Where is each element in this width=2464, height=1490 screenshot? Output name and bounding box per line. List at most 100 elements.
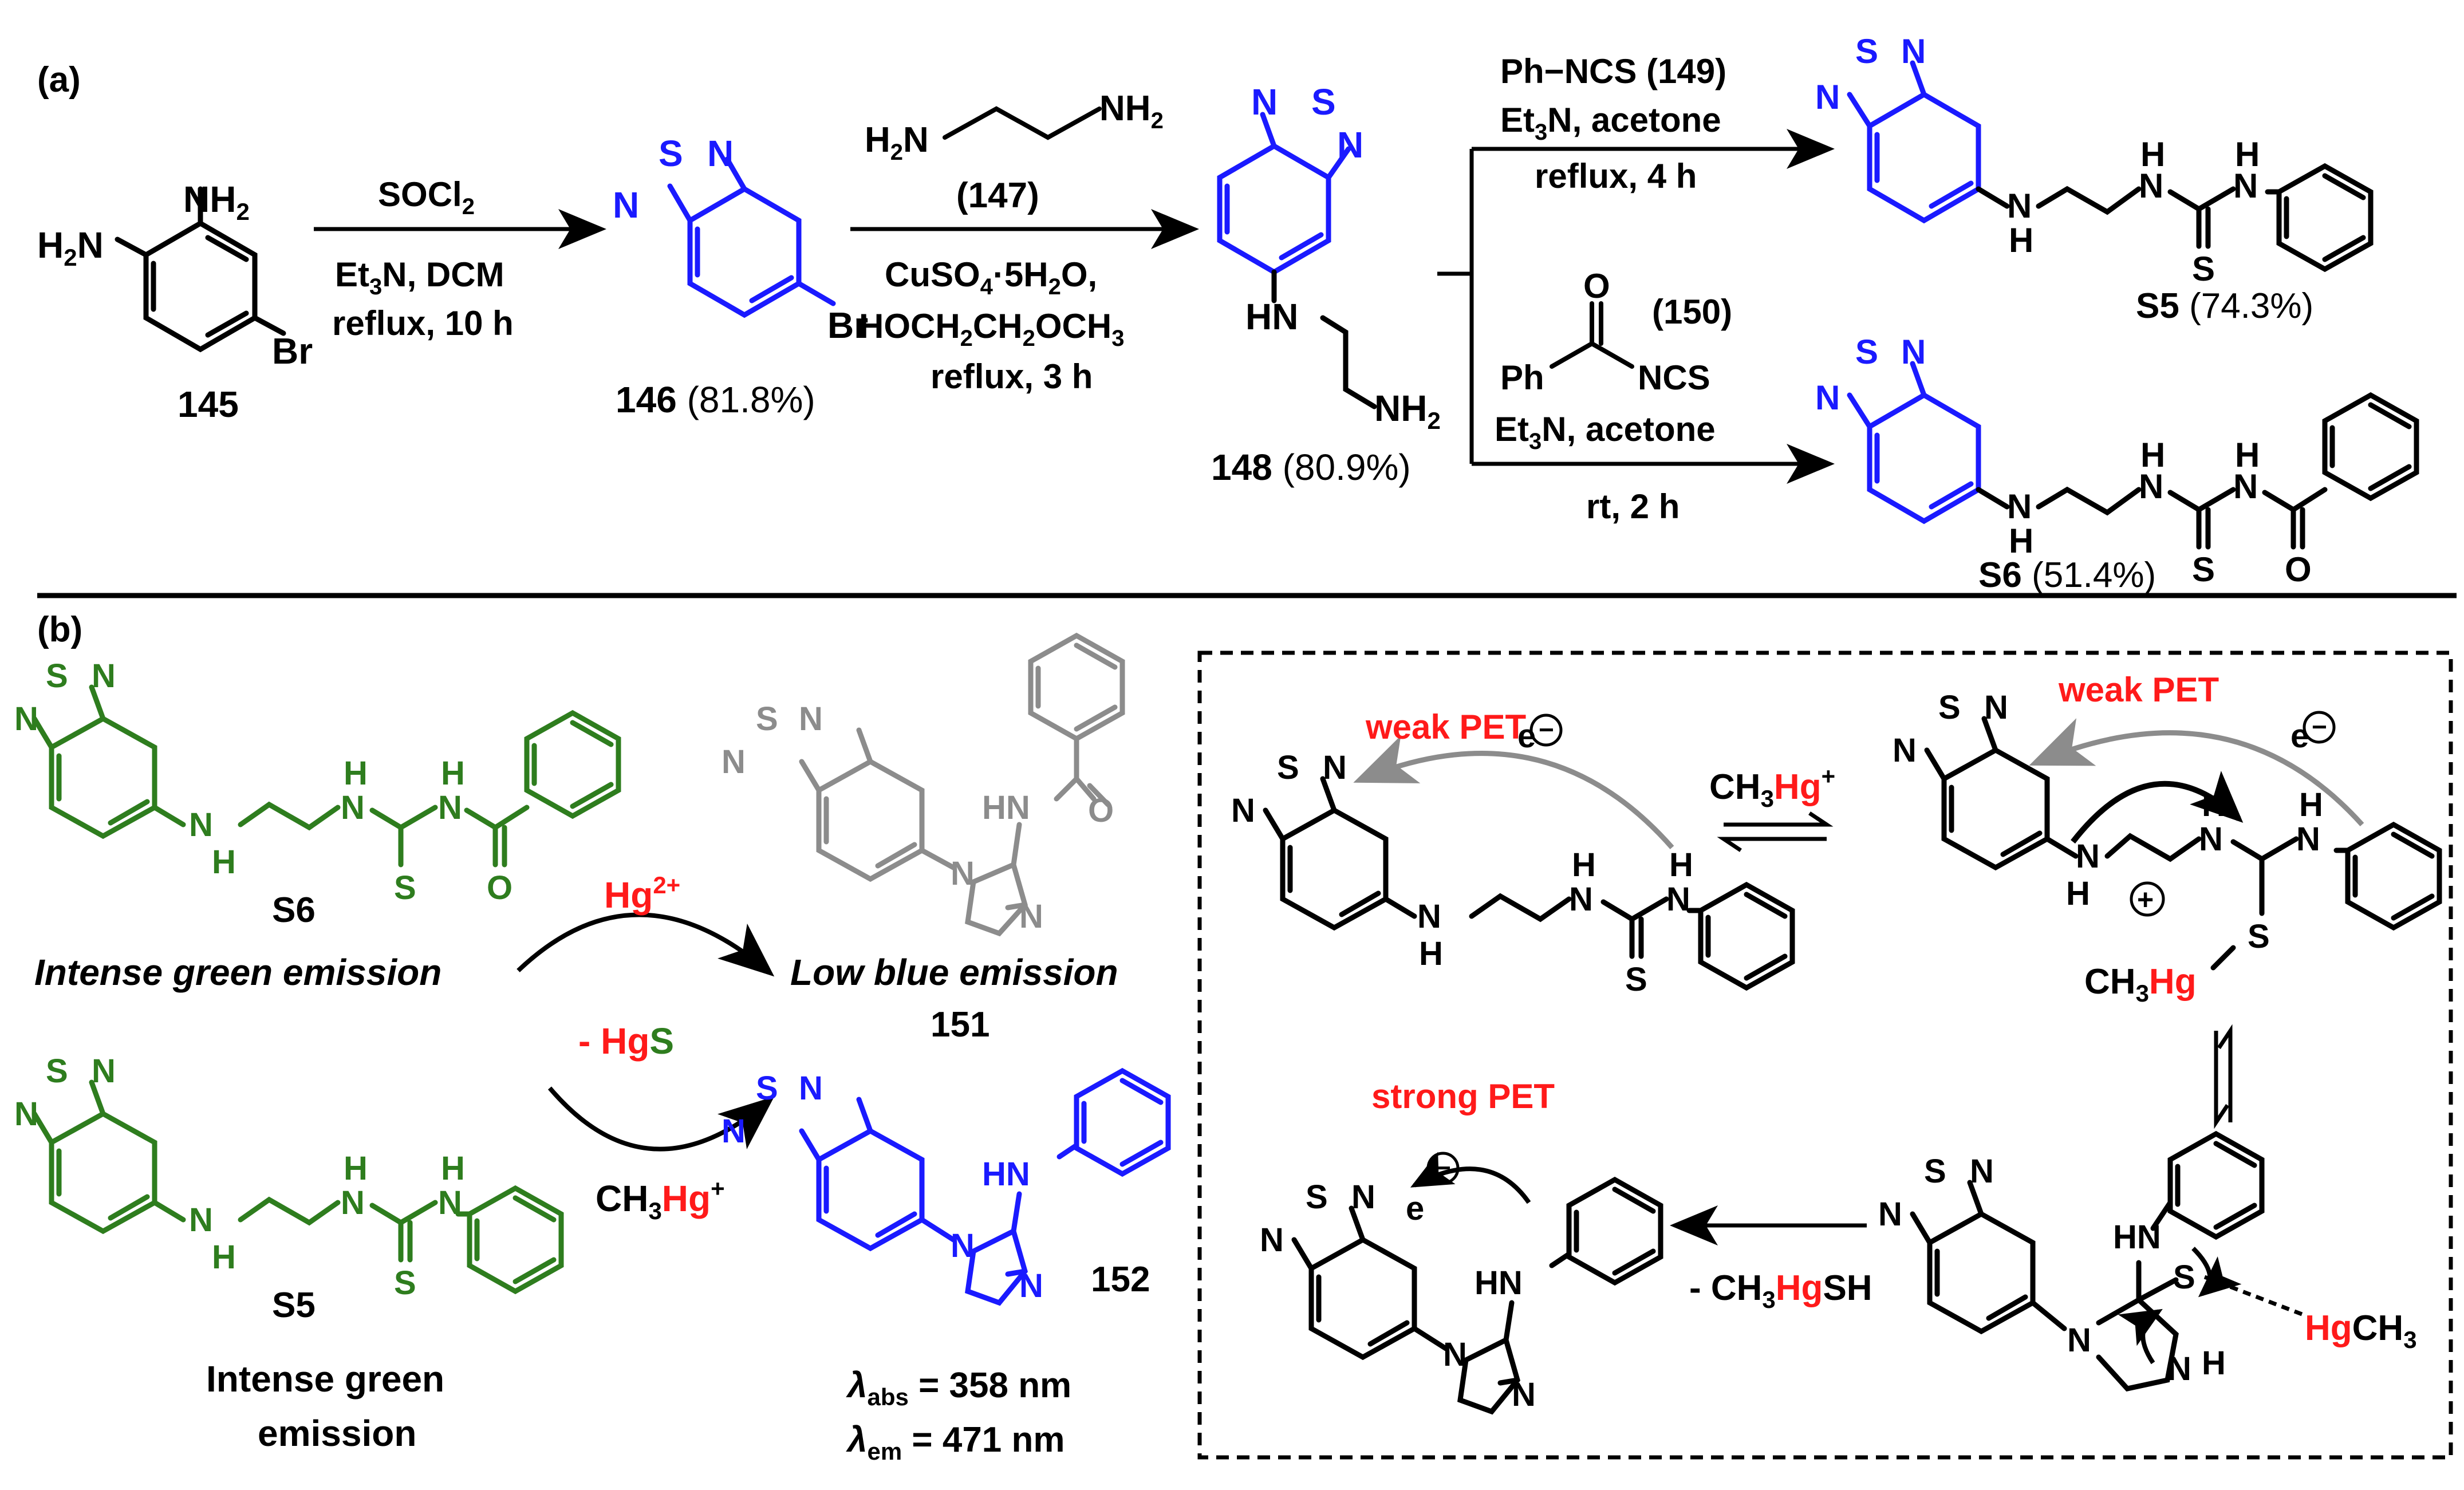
- s5a-n-thio2: N: [2233, 167, 2258, 205]
- s6a-n-thio1: N: [2139, 467, 2163, 506]
- c152-n1: N: [799, 1070, 823, 1107]
- step4-conditions: rt, 2 h: [1586, 487, 1680, 526]
- reaction-arrow-ch3hg: [547, 1086, 775, 1152]
- step2-amine-nh2: NH2: [1099, 89, 1164, 133]
- c151-n-ring2: N: [1019, 898, 1043, 935]
- hg-s-dashed-bond: [2203, 1275, 2303, 1316]
- mright-n4: N: [2296, 821, 2320, 858]
- eq1-reagent: CH3Hg+: [1709, 763, 1835, 812]
- mleft-n4: N: [1666, 881, 1690, 918]
- mprod-n-ring2: N: [1512, 1376, 1536, 1413]
- loss-ch3hgsh: - CH3HgSH: [1689, 1268, 1872, 1313]
- c151-n2: N: [722, 743, 746, 781]
- mcyc-s-atom: S: [2173, 1259, 2195, 1296]
- s5b-id: S5: [272, 1286, 316, 1325]
- electron-minus-3: −: [1436, 1153, 1451, 1182]
- s6a-h-thio2: H: [2235, 436, 2260, 474]
- mleft-n3: N: [1569, 881, 1593, 918]
- s5a-h-thio1: H: [2140, 135, 2165, 174]
- electron-push-arrow: [2071, 771, 2244, 844]
- s5b-n4: N: [438, 1184, 462, 1221]
- s5a-h-amine: H: [2009, 221, 2033, 259]
- mleft-n1: N: [1323, 749, 1347, 786]
- reaction-arrow-hg2: [517, 912, 775, 977]
- compound-145-structure: [115, 186, 286, 353]
- s6a-o: O: [2285, 550, 2312, 589]
- cmp-s5-label: S5 (74.3%): [2136, 286, 2313, 326]
- e-3: e: [1406, 1190, 1424, 1227]
- pet-arrow-1: [1353, 735, 1674, 849]
- compound-148-structure: [1217, 112, 1351, 275]
- c152-s: S: [756, 1070, 778, 1107]
- s5b-n1: N: [92, 1053, 116, 1090]
- electron-minus-2: −: [2312, 712, 2327, 742]
- curly-arrow-s: [2191, 1247, 2242, 1298]
- mcyc-n-ring: N: [2067, 1322, 2091, 1359]
- c152-id: 152: [1091, 1260, 1150, 1299]
- mprod-n1: N: [1351, 1178, 1375, 1216]
- mcyc-n-h: N: [2167, 1350, 2191, 1387]
- s5b-n2: N: [14, 1095, 38, 1133]
- compound-151-structure: [799, 632, 1125, 937]
- pet-arrow-2: [2029, 718, 2364, 827]
- compound-s5-b-structure: [31, 1079, 564, 1295]
- cmp148-hn: HN: [1245, 296, 1298, 337]
- mcyc-hgch3: HgCH3: [2305, 1308, 2417, 1353]
- step4-ref: (150): [1652, 293, 1732, 331]
- step2-solvent: HOCH2CH2OCH3: [859, 307, 1124, 351]
- electron-circle-2: [2303, 711, 2336, 744]
- s6b-n1: N: [92, 657, 116, 695]
- mright-n1: N: [1984, 689, 2008, 726]
- cmp148-n2: N: [1337, 124, 1363, 165]
- c151-s: S: [756, 700, 778, 738]
- c151-hn: HN: [982, 789, 1030, 826]
- mech-complex-structure: [1924, 716, 2442, 971]
- step3-conditions: reflux, 4 h: [1535, 157, 1697, 195]
- s5a-n2: N: [1815, 78, 1840, 116]
- mcyc-n2: N: [1878, 1196, 1902, 1233]
- s5b-h4: H: [441, 1150, 465, 1187]
- lambda-abs: λabs = 358 nm: [846, 1366, 1071, 1410]
- mprod-n2: N: [1260, 1221, 1284, 1259]
- s6b-s: S: [46, 657, 68, 695]
- mech-product-structure: [1291, 1176, 1663, 1415]
- s5b-s-thio: S: [394, 1264, 416, 1302]
- s6a-n-thio2: N: [2233, 467, 2258, 506]
- s5a-s: S: [1855, 32, 1878, 70]
- s5b-s: S: [46, 1053, 68, 1090]
- mech-s5-left-structure: [1263, 776, 1795, 991]
- s5b-h3: H: [344, 1150, 368, 1187]
- mleft-nh: N: [1417, 898, 1441, 935]
- cmp-s6-label: S6 (51.4%): [1978, 555, 2156, 595]
- c151-id: 151: [931, 1005, 989, 1044]
- positive-charge-circle: [2130, 881, 2165, 917]
- electron-circle-3: [1426, 1152, 1460, 1185]
- mright-n3: N: [2199, 821, 2223, 858]
- compound-s6-b-structure: [31, 684, 621, 868]
- panel-b-label: (b): [37, 610, 82, 649]
- mleft-h: H: [1419, 935, 1443, 972]
- mright-nh: N: [2076, 838, 2100, 875]
- cmp145-br: Br: [272, 330, 313, 372]
- cmp148-s: S: [1311, 81, 1336, 123]
- s6b-h4: H: [441, 755, 465, 792]
- s6b-n3: N: [341, 789, 365, 826]
- step2-amine-h2n: H2N: [865, 120, 929, 165]
- strong-pet: strong PET: [1371, 1077, 1555, 1115]
- compound-146-structure: [667, 156, 836, 318]
- s6a-h-amine: H: [2009, 522, 2033, 560]
- cmp146-n-left: N: [613, 184, 639, 226]
- s5a-h-thio2: H: [2235, 135, 2260, 174]
- mprod-hn: HN: [1475, 1264, 1523, 1302]
- cmp145-h2n: H2N: [37, 224, 104, 271]
- s5b-n3: N: [341, 1184, 365, 1221]
- c151-o: O: [1088, 792, 1114, 829]
- s6a-s-thio: S: [2192, 550, 2215, 589]
- s6b-n2: N: [14, 700, 38, 738]
- mleft-h4: H: [1669, 846, 1693, 884]
- step2-catalyst: CuSO4·5H2O,: [885, 255, 1097, 299]
- step1-reagent: SOCl2: [378, 175, 475, 219]
- mright-h: H: [2066, 875, 2090, 912]
- cmp148-label: 148 (80.9%): [1211, 447, 1411, 488]
- mleft-s: S: [1277, 749, 1299, 786]
